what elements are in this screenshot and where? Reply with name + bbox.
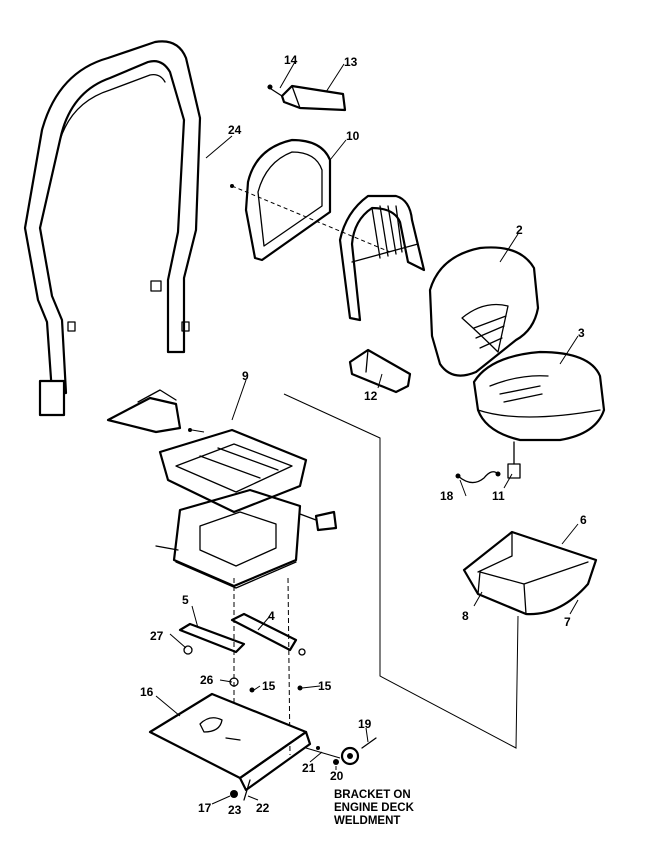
wiring-route-line [283, 393, 519, 749]
seat-suspension-part [106, 389, 338, 589]
callout-15b: 15 [318, 679, 332, 693]
seat-switch-part [507, 441, 521, 479]
seat-cushion-part [472, 350, 606, 442]
callout-20: 20 [330, 769, 344, 783]
handle-part [267, 84, 347, 112]
seat-back-frame-part [338, 194, 426, 322]
leader-lines [155, 59, 579, 805]
callout-24: 24 [228, 123, 242, 137]
callout-16: 16 [140, 685, 154, 699]
base-plate-part [148, 692, 312, 792]
callout-11: 11 [492, 489, 505, 503]
callout-13: 13 [344, 55, 358, 69]
callout-6: 6 [580, 513, 587, 527]
slide-rail-left-part [178, 622, 246, 655]
bracket-note: BRACKET ON ENGINE DECK WELDMENT [334, 789, 415, 827]
callout-27: 27 [150, 629, 164, 643]
bracket-note-line-1: BRACKET ON [334, 789, 411, 801]
callout-26: 26 [200, 673, 214, 687]
callout-14: 14 [284, 53, 298, 67]
bracket-note-line-3: WELDMENT [334, 815, 400, 827]
engine-deck-bracket-part [305, 737, 377, 766]
callout-18: 18 [440, 489, 454, 503]
callout-7: 7 [564, 615, 571, 629]
bracket-note-line-2: ENGINE DECK [334, 802, 415, 814]
callout-17: 17 [198, 801, 212, 815]
callout-19: 19 [358, 717, 372, 731]
callout-22: 22 [256, 801, 270, 815]
callout-10: 10 [346, 129, 360, 143]
slide-rail-right-part [230, 612, 306, 656]
callout-4: 4 [268, 609, 275, 623]
callout-5: 5 [182, 593, 189, 607]
callout-8: 8 [462, 609, 469, 623]
armrest-part [348, 348, 412, 394]
roll-bar-part [23, 40, 202, 417]
tray-part [462, 530, 598, 616]
seat-back-cushion-part [428, 246, 540, 377]
callout-23: 23 [228, 803, 242, 817]
callout-labels: 14 13 24 10 2 3 12 9 18 11 6 8 7 5 4 27 … [140, 53, 587, 817]
wire-harness-part [455, 471, 501, 484]
callout-3: 3 [578, 326, 585, 340]
callout-2: 2 [516, 223, 523, 237]
seat-back-shell-part [230, 138, 391, 262]
callout-9: 9 [242, 369, 249, 383]
callout-12: 12 [364, 389, 378, 403]
callout-15a: 15 [262, 679, 276, 693]
callout-21: 21 [302, 761, 316, 775]
